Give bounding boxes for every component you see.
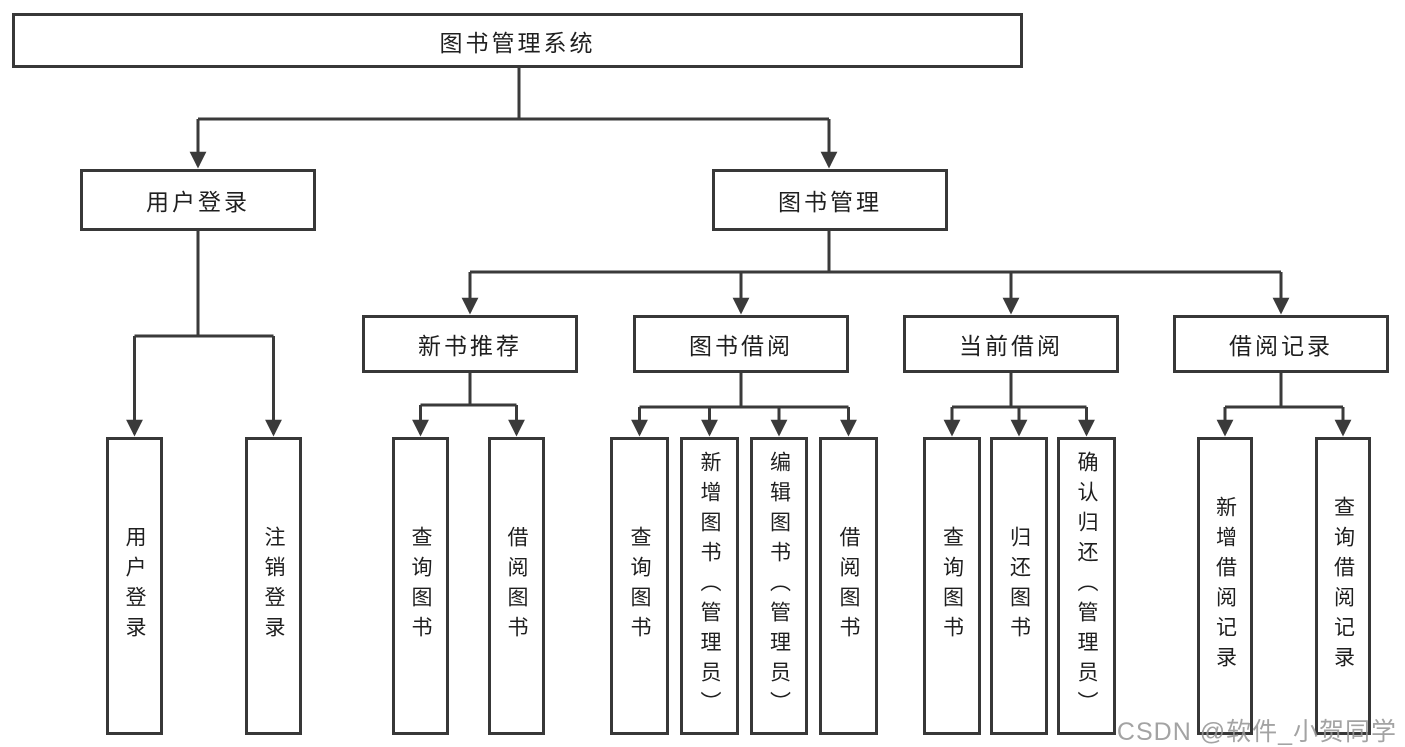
csdn-watermark: CSDN @软件_小贺同学	[1116, 718, 1397, 746]
node-label: 借阅图书	[837, 526, 860, 646]
node-book-borrow: 图书借阅	[633, 315, 849, 373]
node-label: 用户登录	[123, 526, 146, 646]
node-label: 借阅图书	[505, 526, 528, 646]
leaf-edit-books-admin: 编辑图书（管理员）	[750, 437, 808, 735]
node-label: 新增借阅记录	[1213, 496, 1237, 676]
node-current-borrow: 当前借阅	[903, 315, 1119, 373]
node-label: 确认归还（管理员）	[1075, 451, 1098, 721]
leaf-query-books-current: 查询图书	[923, 437, 981, 735]
leaf-user-login: 用户登录	[106, 437, 163, 735]
node-user-login: 用户登录	[80, 169, 316, 231]
leaf-add-borrow-record: 新增借阅记录	[1197, 437, 1253, 735]
leaf-borrow-books: 借阅图书	[819, 437, 878, 735]
node-label: 编辑图书（管理员）	[767, 451, 791, 721]
node-borrow-record: 借阅记录	[1173, 315, 1389, 373]
leaf-confirm-return-admin: 确认归还（管理员）	[1057, 437, 1116, 735]
node-label: 查询借阅记录	[1331, 496, 1355, 676]
connector-mgmt-to-level3	[461, 231, 1290, 315]
leaf-return-books: 归还图书	[990, 437, 1048, 735]
leaf-borrow-books-recommend: 借阅图书	[488, 437, 545, 735]
leaf-query-books-recommend: 查询图书	[392, 437, 449, 735]
node-label: 当前借阅	[959, 333, 1063, 359]
node-label: 借阅记录	[1229, 333, 1333, 359]
leaf-query-books-borrow: 查询图书	[610, 437, 669, 735]
node-label: 查询图书	[409, 526, 432, 646]
leaf-add-books-admin: 新增图书（管理员）	[680, 437, 739, 735]
connector-borrow-to-leaves	[631, 373, 857, 437]
connector-newbook-to-leaves	[412, 373, 525, 437]
node-label: 新书推荐	[418, 333, 522, 359]
node-label: 用户登录	[146, 189, 250, 215]
node-label: 新增图书（管理员）	[698, 451, 721, 721]
node-label: 图书借阅	[689, 333, 793, 359]
node-label: 查询图书	[940, 526, 964, 646]
connector-record-to-leaves	[1216, 373, 1352, 437]
node-label: 图书管理系统	[439, 29, 596, 56]
connector-current-to-leaves	[943, 373, 1095, 437]
node-book-management: 图书管理	[712, 169, 948, 231]
node-label: 归还图书	[1007, 526, 1031, 646]
connector-root-to-level2	[189, 68, 838, 169]
node-library-system: 图书管理系统	[12, 13, 1023, 68]
leaf-logout: 注销登录	[245, 437, 302, 735]
leaf-query-borrow-record: 查询借阅记录	[1315, 437, 1371, 735]
node-label: 查询图书	[628, 526, 651, 646]
node-label: 图书管理	[778, 189, 882, 215]
connector-login-to-leaves	[126, 231, 282, 437]
node-new-book-recommend: 新书推荐	[362, 315, 578, 373]
node-label: 注销登录	[262, 526, 285, 646]
